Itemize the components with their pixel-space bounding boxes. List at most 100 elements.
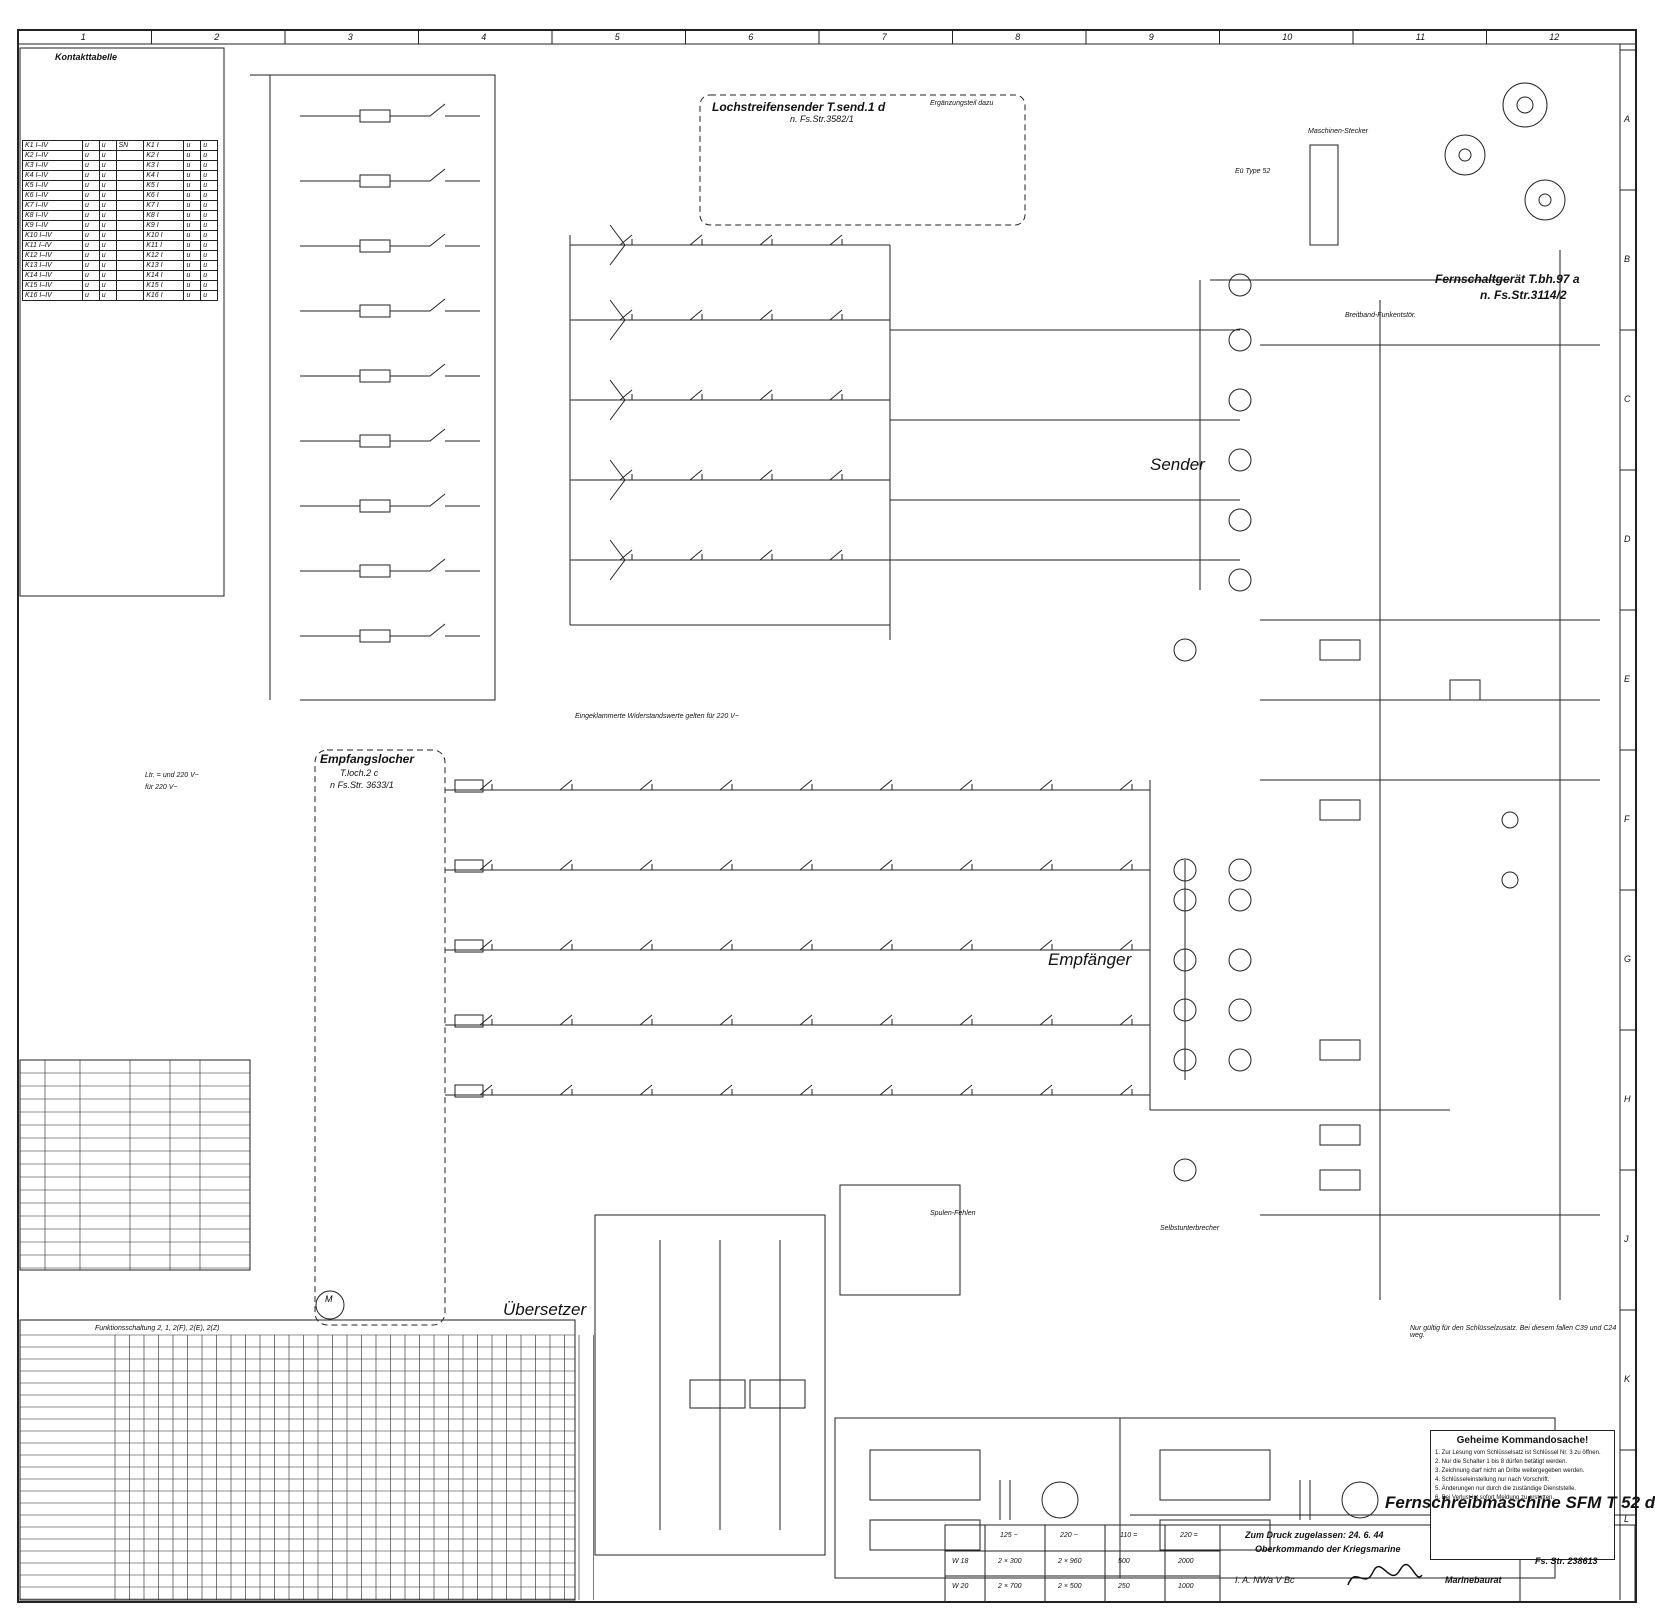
switch-contact bbox=[799, 779, 813, 791]
relay-icon bbox=[454, 1014, 484, 1028]
table-cell: u bbox=[183, 190, 202, 201]
punch-frame bbox=[314, 749, 446, 1326]
table-cell: u bbox=[183, 210, 202, 221]
contact-spring bbox=[609, 299, 626, 341]
switch-contact bbox=[1039, 939, 1053, 951]
table-cell: u bbox=[81, 210, 100, 221]
lamp-icon bbox=[1228, 328, 1252, 352]
switch-contact bbox=[479, 859, 493, 871]
voltage-header: 220 ~ bbox=[1060, 1532, 1078, 1539]
row-label: K bbox=[1624, 1374, 1631, 1384]
table-cell: u bbox=[81, 270, 100, 281]
table-cell: K8 I–IV bbox=[22, 210, 83, 221]
switch-contact bbox=[1119, 1014, 1133, 1026]
translator-label: Übersetzer bbox=[503, 1300, 587, 1319]
table-cell: K15 I bbox=[143, 280, 185, 291]
transformer-icon bbox=[1041, 1481, 1079, 1519]
table-cell: u bbox=[81, 180, 100, 191]
remote-switch-ref: n. Fs.Str.3114/2 bbox=[1480, 288, 1567, 302]
table-cell: u bbox=[183, 140, 202, 151]
switch-contact bbox=[559, 939, 573, 951]
switch-contact bbox=[719, 1084, 733, 1096]
table-cell: u bbox=[200, 240, 218, 251]
table-cell bbox=[115, 150, 145, 161]
switch-contact bbox=[759, 469, 773, 481]
voltage-row-label: W 18 bbox=[952, 1558, 969, 1565]
lamp-icon bbox=[1228, 858, 1252, 882]
table-cell bbox=[115, 160, 145, 171]
table-cell: K12 I bbox=[143, 250, 185, 261]
table-cell: K6 I–IV bbox=[22, 190, 83, 201]
table-cell: u bbox=[81, 200, 100, 211]
approval-date: Zum Druck zugelassen: 24. 6. 44 bbox=[1245, 1530, 1384, 1540]
table-cell: u bbox=[183, 180, 202, 191]
table-cell: K7 I–IV bbox=[22, 200, 83, 211]
column-label: 10 bbox=[1282, 32, 1293, 42]
table-cell: u bbox=[98, 220, 117, 231]
table-cell: K13 I bbox=[143, 260, 185, 271]
title-block-frame bbox=[944, 1524, 1636, 1603]
switch-contact bbox=[799, 1084, 813, 1096]
table-cell: u bbox=[183, 220, 202, 231]
table-cell: u bbox=[98, 260, 117, 271]
switch-contact bbox=[689, 469, 703, 481]
table-cell: u bbox=[81, 170, 100, 181]
contact-spring bbox=[609, 539, 626, 581]
table-cell: u bbox=[200, 250, 218, 261]
switch-contact bbox=[799, 939, 813, 951]
voltage-header: 110 = bbox=[1120, 1532, 1138, 1539]
relay-icon bbox=[454, 939, 484, 953]
secret-note-line: 3. Zeichnung darf nicht an Dritte weiter… bbox=[1435, 1468, 1585, 1474]
svg-text:M: M bbox=[325, 1294, 333, 1304]
switch-contact bbox=[719, 779, 733, 791]
column-label: 6 bbox=[748, 32, 754, 42]
table-cell: SN bbox=[115, 140, 145, 151]
table-cell: u bbox=[183, 230, 202, 241]
switch-contact bbox=[479, 779, 493, 791]
spulen-label: Spulen-Fehlen bbox=[930, 1210, 976, 1217]
sender-network bbox=[569, 224, 1510, 640]
punch-type: T.loch.2 c bbox=[340, 768, 379, 778]
lamp-icon bbox=[1228, 508, 1252, 532]
sender-label: Sender bbox=[1150, 455, 1205, 474]
table-cell: K14 I–IV bbox=[22, 270, 83, 281]
lamp-icon bbox=[1228, 568, 1252, 592]
switch-contact bbox=[559, 779, 573, 791]
legend-line-1: Ltr. = und 220 V~ bbox=[145, 772, 199, 779]
table-cell: u bbox=[200, 200, 218, 211]
table-cell: K3 I–IV bbox=[22, 160, 83, 171]
tape-sender-title: Lochstreifensender T.send.1 d bbox=[712, 100, 886, 114]
receiver-label: Empfänger bbox=[1048, 950, 1132, 969]
table-cell: K14 I bbox=[143, 270, 185, 281]
voltage-value: 250 bbox=[1118, 1583, 1130, 1590]
lamp-icon bbox=[1228, 1048, 1252, 1072]
switch-contact bbox=[799, 859, 813, 871]
table-cell: K3 I bbox=[143, 160, 185, 171]
table-cell bbox=[115, 230, 145, 241]
secret-note-line: 2. Nur die Schalter 1 bis 8 dürfen betät… bbox=[1435, 1459, 1568, 1465]
table-cell: u bbox=[183, 160, 202, 171]
table-cell: u bbox=[98, 240, 117, 251]
row-label: H bbox=[1624, 1094, 1631, 1104]
socket-icon bbox=[1444, 134, 1486, 176]
switch-contact bbox=[1039, 859, 1053, 871]
lamp-column bbox=[1173, 273, 1519, 1182]
switch-contact bbox=[689, 309, 703, 321]
table-cell: u bbox=[81, 190, 100, 201]
table-cell: u bbox=[200, 190, 218, 201]
column-label: 8 bbox=[1015, 32, 1021, 42]
voltage-header: 220 = bbox=[1180, 1532, 1198, 1539]
lamp-icon bbox=[1228, 388, 1252, 412]
switch-contact bbox=[559, 859, 573, 871]
relay-icon bbox=[454, 859, 484, 873]
table-cell: u bbox=[98, 170, 117, 181]
